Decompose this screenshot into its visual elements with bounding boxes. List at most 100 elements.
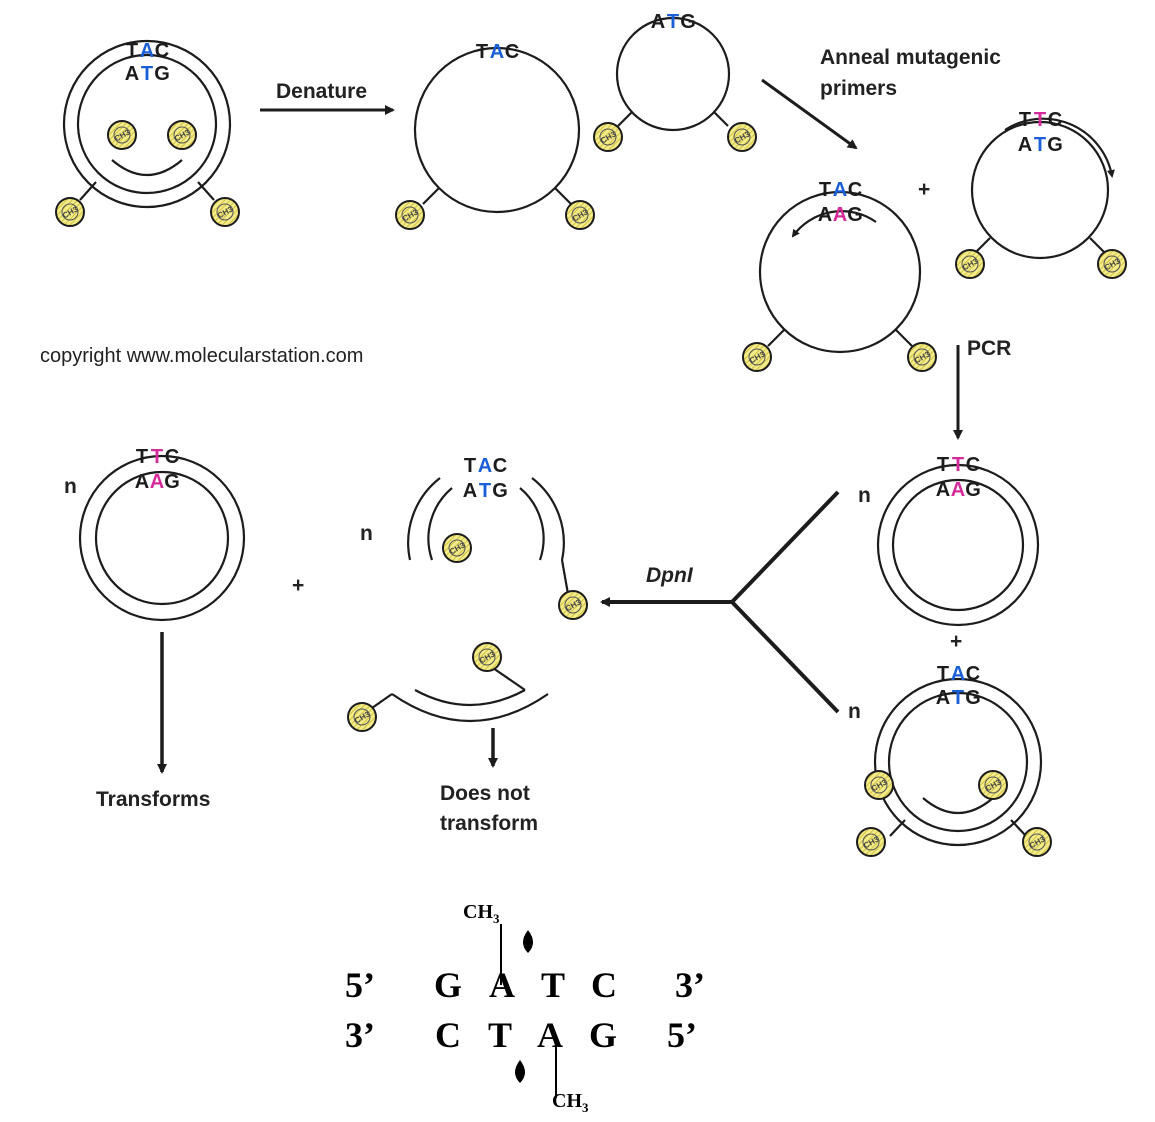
svg-text:A: A bbox=[951, 663, 965, 685]
svg-text:A: A bbox=[1018, 134, 1032, 156]
methyl-group-icon: CH3 bbox=[593, 122, 623, 152]
n-copies-label: n bbox=[360, 522, 373, 545]
plus-sign-anneal: + bbox=[918, 178, 930, 201]
gatc-base: G bbox=[434, 965, 462, 1005]
svg-text:C: C bbox=[966, 454, 980, 476]
gatc-base: C bbox=[435, 1015, 461, 1055]
methyl-group-icon: CH3 bbox=[978, 770, 1008, 800]
methyl-group-icon: CH3 bbox=[742, 342, 772, 372]
methyl-group-icon: CH3 bbox=[558, 590, 588, 620]
parental-plasmid bbox=[62, 39, 232, 209]
plus-sign-products: + bbox=[950, 630, 962, 653]
methyl-group-icon: CH3 bbox=[955, 249, 985, 279]
dpni-branch-lines bbox=[730, 490, 840, 714]
n-copies-label: n bbox=[64, 475, 77, 498]
n-copies-label: n bbox=[858, 484, 871, 507]
methyl-group-icon: CH3 bbox=[856, 827, 886, 857]
gatc-base: C bbox=[591, 965, 617, 1005]
methyl-label-top: CH3 bbox=[463, 901, 500, 926]
svg-text:G: G bbox=[680, 11, 696, 33]
svg-text:G: G bbox=[965, 479, 981, 501]
methyl-group-icon: CH3 bbox=[864, 770, 894, 800]
denatured-strand-small bbox=[615, 16, 731, 132]
svg-text:T: T bbox=[1019, 109, 1031, 131]
svg-text:G: G bbox=[965, 687, 981, 709]
annealed-strand-a bbox=[758, 190, 922, 354]
svg-text:C: C bbox=[493, 455, 507, 477]
svg-text:A: A bbox=[936, 479, 950, 501]
gatc-base: T bbox=[541, 965, 565, 1005]
svg-text:A: A bbox=[150, 471, 164, 493]
svg-text:A: A bbox=[951, 479, 965, 501]
mutant-product-right bbox=[876, 463, 1040, 627]
svg-text:G: G bbox=[492, 480, 508, 502]
svg-text:C: C bbox=[155, 40, 169, 62]
denature-label: Denature bbox=[276, 80, 367, 103]
copyright-notice: copyright www.molecularstation.com bbox=[40, 345, 363, 367]
methyl-group-icon: CH3 bbox=[167, 120, 197, 150]
svg-text:A: A bbox=[936, 687, 950, 709]
cleavage-drop-bottom bbox=[515, 1060, 525, 1083]
svg-text:C: C bbox=[966, 663, 980, 685]
svg-text:A: A bbox=[833, 204, 847, 226]
cleavage-drop-top bbox=[523, 930, 533, 953]
gatc-base: 3’ bbox=[345, 1015, 375, 1055]
svg-text:T: T bbox=[479, 480, 491, 502]
gatc-base: A bbox=[537, 1015, 563, 1055]
methyl-group-icon: CH3 bbox=[1022, 827, 1052, 857]
svg-text:T: T bbox=[819, 179, 831, 201]
methyl-group-icon: CH3 bbox=[347, 702, 377, 732]
does-not-transform-line1: Does not bbox=[440, 782, 530, 805]
svg-text:C: C bbox=[848, 179, 862, 201]
pcr-label: PCR bbox=[967, 337, 1011, 360]
svg-text:A: A bbox=[833, 179, 847, 201]
svg-text:T: T bbox=[952, 687, 964, 709]
svg-text:T: T bbox=[1034, 134, 1046, 156]
svg-text:A: A bbox=[125, 63, 139, 85]
methyl-group-icon: CH3 bbox=[442, 533, 472, 563]
denatured-strand-large bbox=[413, 46, 581, 214]
svg-text:G: G bbox=[164, 471, 180, 493]
dpni-label: DpnI bbox=[646, 564, 694, 587]
methyl-group-icon: CH3 bbox=[907, 342, 937, 372]
anneal-arrow bbox=[761, 78, 858, 150]
methyl-group-icon: CH3 bbox=[395, 200, 425, 230]
svg-text:G: G bbox=[847, 204, 863, 226]
methyl-label-bottom: CH3 bbox=[552, 1090, 589, 1115]
svg-text:A: A bbox=[135, 471, 149, 493]
svg-text:C: C bbox=[505, 41, 519, 63]
methyl-group-icon: CH3 bbox=[565, 200, 595, 230]
svg-text:T: T bbox=[151, 446, 163, 468]
svg-text:T: T bbox=[667, 11, 679, 33]
svg-text:T: T bbox=[126, 40, 138, 62]
annealed-strand-b bbox=[970, 117, 1115, 260]
svg-text:G: G bbox=[154, 63, 170, 85]
transforms-label: Transforms bbox=[96, 788, 210, 811]
methyl-group-icon: CH3 bbox=[727, 122, 757, 152]
svg-text:A: A bbox=[463, 480, 477, 502]
methyl-group-icon: CH3 bbox=[55, 197, 85, 227]
svg-text:C: C bbox=[1048, 109, 1062, 131]
gatc-base: G bbox=[589, 1015, 617, 1055]
svg-text:T: T bbox=[476, 41, 488, 63]
gatc-base: T bbox=[488, 1015, 512, 1055]
does-not-transform-line2: transform bbox=[440, 812, 538, 835]
svg-text:A: A bbox=[818, 204, 832, 226]
methyl-group-icon: CH3 bbox=[210, 197, 240, 227]
svg-text:A: A bbox=[490, 41, 504, 63]
anneal-label-line1: Anneal mutagenic bbox=[820, 46, 1001, 69]
svg-text:T: T bbox=[136, 446, 148, 468]
